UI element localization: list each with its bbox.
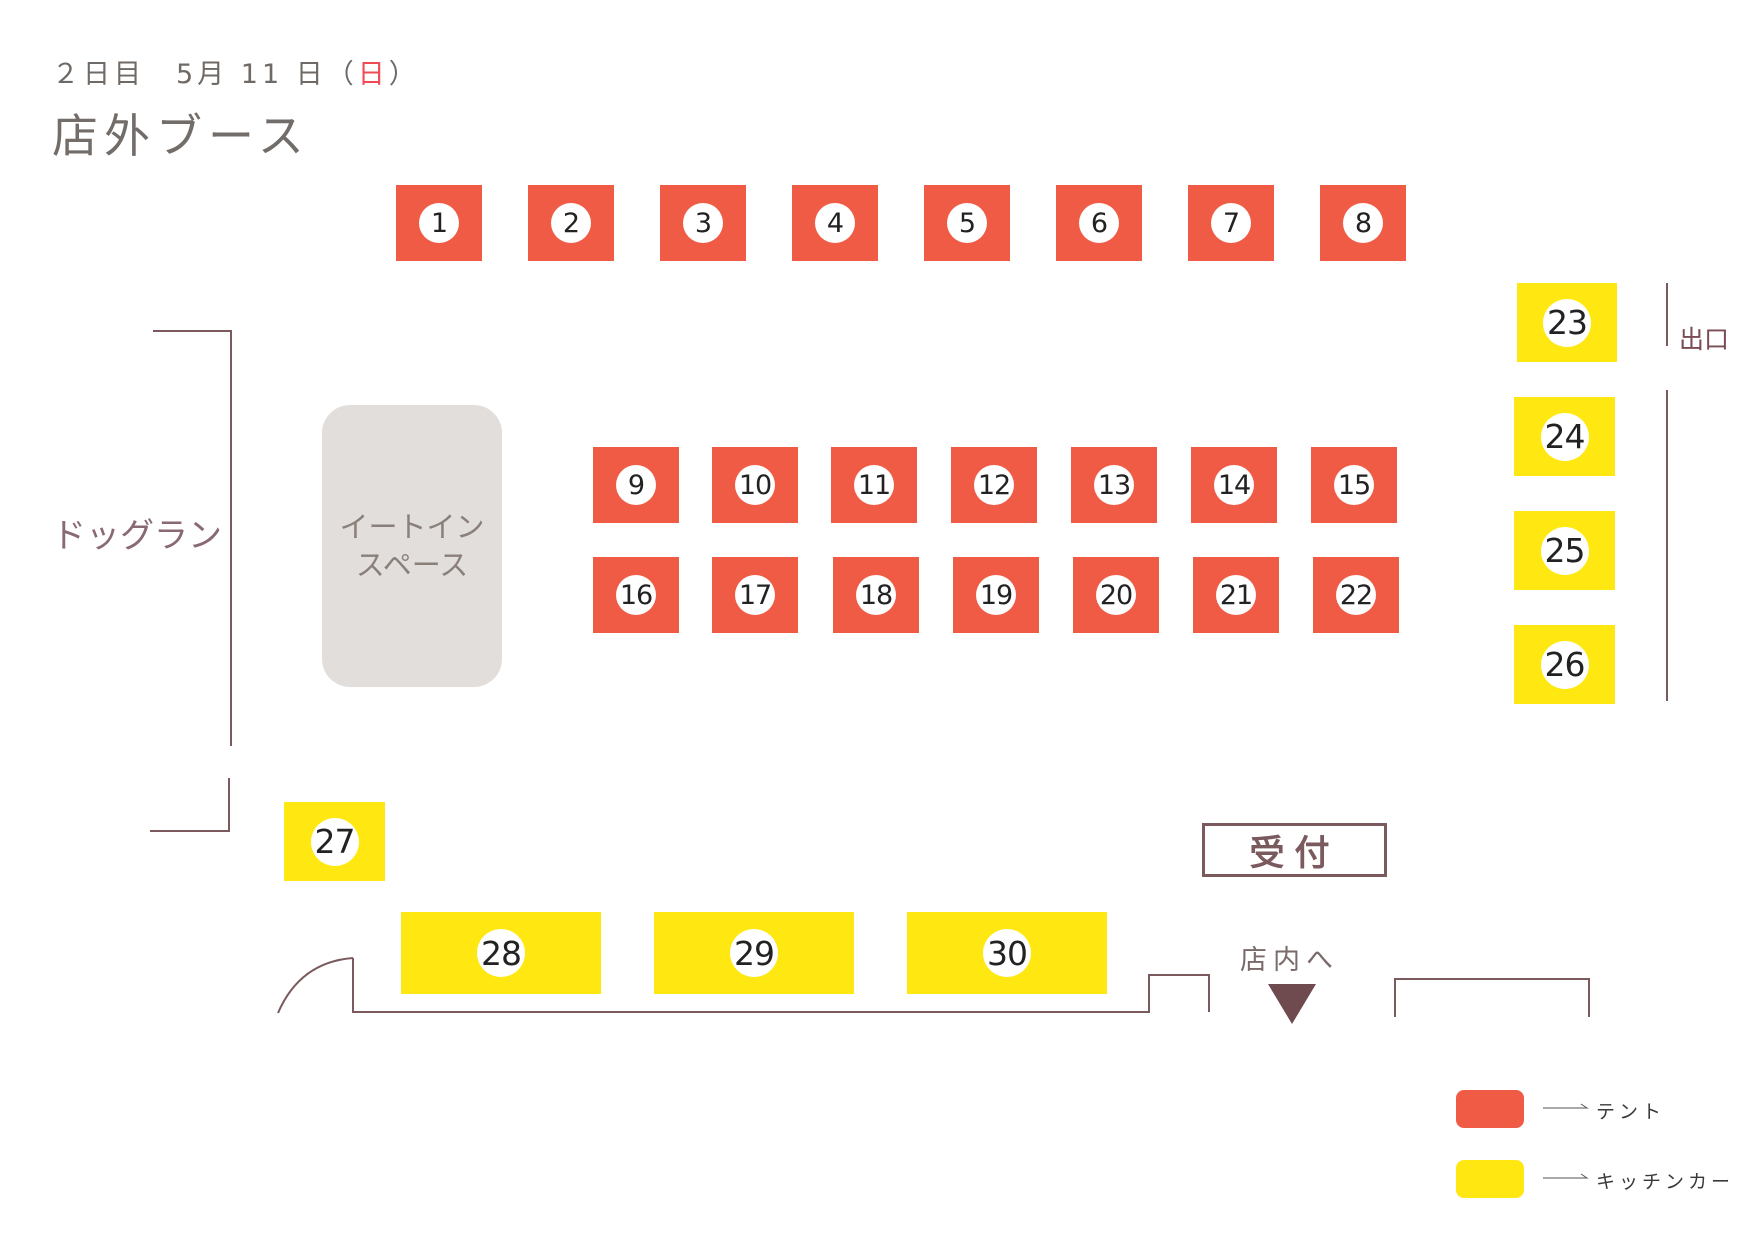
booth-26: 26	[1514, 625, 1615, 704]
booth-3: 3	[660, 185, 746, 261]
booth-11: 11	[831, 447, 917, 523]
booth-19: 19	[953, 557, 1039, 633]
day-prefix: ２日目 5月 11 日（	[52, 59, 358, 90]
reception-box: 受付	[1202, 823, 1387, 877]
reception-label: 受付	[1249, 833, 1340, 874]
booth-number: 17	[735, 575, 775, 615]
booth-10: 10	[712, 447, 798, 523]
booth-number: 1	[419, 203, 459, 243]
booth-number: 11	[854, 465, 894, 505]
booth-number: 5	[947, 203, 987, 243]
booth-number: 25	[1540, 526, 1589, 575]
booth-5: 5	[924, 185, 1010, 261]
into-store-label: 店内へ	[1240, 945, 1339, 976]
legend-kitchen-label: キッチンカー	[1596, 1171, 1735, 1193]
booth-number: 29	[730, 929, 778, 977]
booth-22: 22	[1313, 557, 1399, 633]
booth-number: 28	[477, 929, 525, 977]
dog-run-bracket-bottom	[150, 778, 230, 832]
booth-12: 12	[951, 447, 1037, 523]
booth-number: 23	[1543, 298, 1591, 347]
dog-run-label: ドッグラン	[52, 516, 222, 556]
booth-6: 6	[1056, 185, 1142, 261]
legend-tent-swatch	[1456, 1090, 1524, 1128]
booth-17: 17	[712, 557, 798, 633]
booth-23: 23	[1517, 283, 1617, 362]
booth-number: 27	[310, 817, 359, 866]
booth-number: 7	[1211, 203, 1251, 243]
booth-number: 18	[856, 575, 896, 615]
legend-tent-arrow-icon	[1543, 1103, 1589, 1109]
booth-29: 29	[654, 912, 854, 994]
booth-20: 20	[1073, 557, 1159, 633]
booth-18: 18	[833, 557, 919, 633]
booth-21: 21	[1193, 557, 1279, 633]
booth-number: 4	[815, 203, 855, 243]
eat-in-space: イートイン スペース	[322, 405, 502, 687]
bottom-wall-right	[1394, 978, 1590, 1017]
legend-tent-label: テント	[1596, 1101, 1666, 1123]
booth-13: 13	[1071, 447, 1157, 523]
booth-number: 14	[1214, 465, 1254, 505]
legend-kitchen-arrow-icon	[1543, 1173, 1589, 1179]
exit-label: 出口	[1679, 325, 1730, 354]
booth-number: 10	[735, 465, 775, 505]
page-title: 店外ブース	[52, 109, 310, 163]
booth-number: 6	[1079, 203, 1119, 243]
booth-7: 7	[1188, 185, 1274, 261]
dog-run-bracket-top	[153, 330, 232, 746]
booth-number: 16	[616, 575, 656, 615]
entrance-arrow-icon	[1268, 984, 1316, 1024]
day-date: ２日目 5月 11 日（日）	[52, 52, 420, 91]
booth-14: 14	[1191, 447, 1277, 523]
booth-24: 24	[1514, 397, 1615, 476]
door-arc	[277, 957, 354, 1014]
booth-number: 22	[1336, 575, 1376, 615]
eat-in-label-line1: イートイン	[339, 510, 485, 544]
booth-4: 4	[792, 185, 878, 261]
booth-number: 20	[1096, 575, 1136, 615]
booth-number: 24	[1540, 412, 1589, 461]
booth-number: 13	[1094, 465, 1134, 505]
booth-number: 30	[983, 929, 1031, 977]
bottom-wall	[352, 958, 1210, 1013]
booth-8: 8	[1320, 185, 1406, 261]
booth-number: 15	[1334, 465, 1374, 505]
legend-kitchen-swatch	[1456, 1160, 1524, 1198]
booth-number: 12	[974, 465, 1014, 505]
booth-27: 27	[284, 802, 385, 881]
booth-number: 2	[551, 203, 591, 243]
booth-15: 15	[1311, 447, 1397, 523]
booth-16: 16	[593, 557, 679, 633]
booth-number: 21	[1216, 575, 1256, 615]
booth-number: 3	[683, 203, 723, 243]
booth-1: 1	[396, 185, 482, 261]
booth-number: 9	[616, 465, 656, 505]
day-suffix: ）	[388, 59, 420, 90]
booth-30: 30	[907, 912, 1107, 994]
eat-in-label-line2: スペース	[355, 548, 469, 582]
booth-2: 2	[528, 185, 614, 261]
booth-number: 26	[1540, 640, 1589, 689]
booth-9: 9	[593, 447, 679, 523]
booth-number: 19	[976, 575, 1016, 615]
booth-number: 8	[1343, 203, 1383, 243]
booth-28: 28	[401, 912, 601, 994]
booth-25: 25	[1514, 511, 1615, 590]
legend: テント キッチンカー	[1456, 1090, 1736, 1210]
day-sunday: 日	[357, 59, 389, 90]
